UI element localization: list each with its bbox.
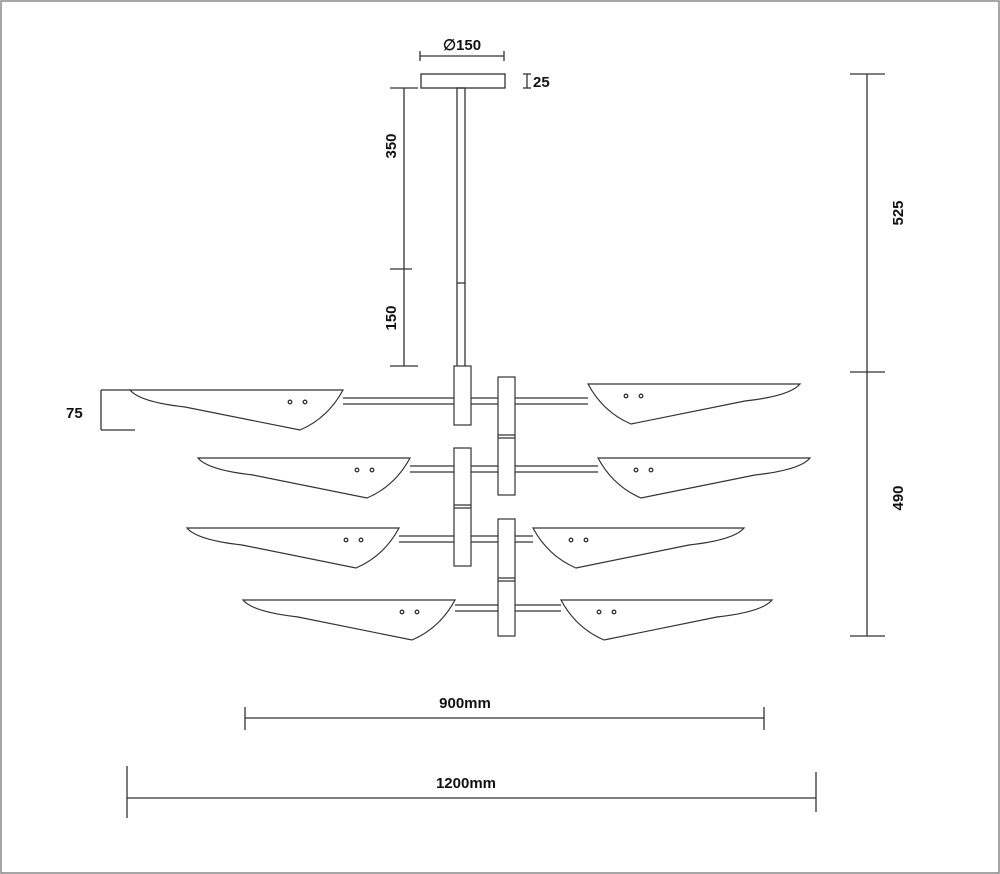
overall-width-dimension xyxy=(126,766,817,818)
inner-width-label: 900mm xyxy=(439,695,491,712)
screw-dot xyxy=(358,537,364,543)
shade-left xyxy=(241,599,457,641)
screw-dot xyxy=(623,393,629,399)
top-height-label: 525 xyxy=(890,200,907,225)
shade-left xyxy=(185,527,401,569)
height-dimension xyxy=(850,73,885,637)
connector-cylinder xyxy=(497,376,516,496)
screw-dot xyxy=(354,467,360,473)
connector-cylinder xyxy=(453,365,472,426)
rod-lower-label: 150 xyxy=(383,305,400,330)
screw-dot xyxy=(611,609,617,615)
screw-dot xyxy=(369,467,375,473)
screw-dot xyxy=(633,467,639,473)
connector-cylinder xyxy=(453,447,472,567)
shade-left xyxy=(196,457,412,499)
screw-dot xyxy=(414,609,420,615)
shade-right xyxy=(531,527,746,569)
screw-dot xyxy=(583,537,589,543)
canopy xyxy=(419,51,531,89)
shade-right xyxy=(596,457,812,499)
shade-right xyxy=(586,383,802,425)
canopy-diameter-label: ∅150 xyxy=(443,37,481,54)
screw-dot xyxy=(287,399,293,405)
arms-and-shades xyxy=(128,365,812,641)
rod-dimension xyxy=(390,87,418,367)
overall-width-label: 1200mm xyxy=(436,775,496,792)
shade-left xyxy=(128,389,345,431)
screw-dot xyxy=(596,609,602,615)
screw-dot xyxy=(302,399,308,405)
screw-dot xyxy=(568,537,574,543)
screw-dot xyxy=(648,467,654,473)
shade-height-dimension xyxy=(100,389,135,431)
shade-right xyxy=(559,599,774,641)
body-height-label: 490 xyxy=(890,485,907,510)
screw-dot xyxy=(638,393,644,399)
shade-height-label: 75 xyxy=(66,405,83,422)
inner-width-dimension xyxy=(244,707,765,730)
screw-dot xyxy=(343,537,349,543)
screw-dot xyxy=(399,609,405,615)
stem-rod xyxy=(456,87,466,369)
canopy-height-label: 25 xyxy=(533,74,550,91)
rod-upper-label: 350 xyxy=(383,133,400,158)
